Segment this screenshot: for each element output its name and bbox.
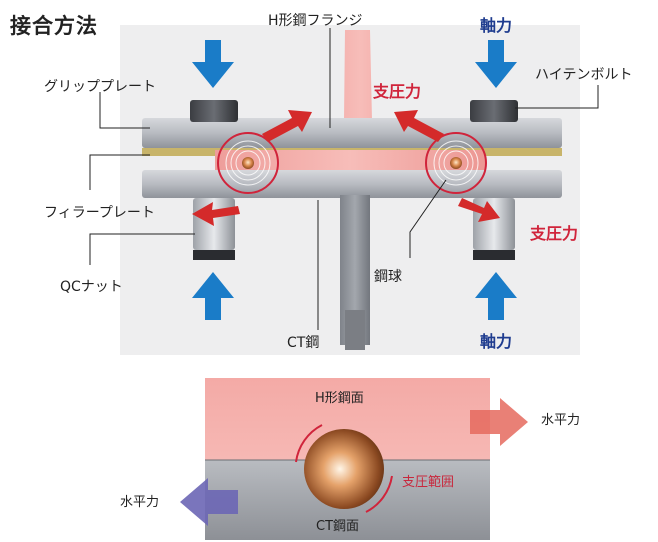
label-grip-plate: グリッププレート: [44, 79, 156, 95]
horizontal-force-arrow-left: [180, 478, 238, 526]
leader-qc-nut: [89, 233, 195, 265]
bolt-head-right: [470, 100, 518, 122]
label-steel-ball: 鋼球: [374, 269, 402, 285]
label-bearing-range: 支圧範囲: [402, 475, 455, 490]
label-horizontal-force-left: 水平力: [120, 495, 160, 510]
label-h-surface: H形鋼面: [315, 391, 364, 406]
label-axial-top: 軸力: [480, 16, 513, 35]
leader-filler-plate: [89, 154, 150, 190]
bearing-arrow-top-left: [262, 110, 312, 142]
axial-arrow-bottom-left: [192, 272, 234, 320]
label-bearing-top: 支圧力: [373, 82, 422, 101]
axial-arrow-top-left: [192, 40, 234, 88]
h-beam-web: [300, 30, 420, 172]
label-filler-plate: フィラープレート: [44, 205, 155, 221]
bearing-arrow-top-right: [394, 110, 444, 142]
bearing-arrow-bottom-right: [458, 198, 500, 222]
qc-nut-left-base: [193, 250, 235, 260]
label-h-flange: H形鋼フランジ: [268, 13, 363, 29]
label-ct-steel: CT鋼: [287, 335, 320, 351]
bearing-range-arc-top: [295, 424, 323, 463]
bearing-range-arc-bottom: [365, 475, 393, 513]
label-high-tension-bolt: ハイテンボルト: [535, 67, 633, 83]
leader-steel-ball: [409, 179, 447, 258]
qc-nut-right-base: [473, 250, 515, 260]
leader-high-tension-bolt: [515, 85, 599, 109]
page-title: 接合方法: [10, 14, 98, 38]
axial-arrow-top-right: [475, 40, 517, 88]
qc-nut-left: [193, 198, 235, 250]
steel-ball-left: [217, 132, 279, 194]
label-bearing-bottom: 支圧力: [530, 224, 579, 243]
grip-plate-top: [142, 118, 562, 148]
horizontal-force-arrow-right: [470, 398, 528, 446]
steel-ball-right: [425, 132, 487, 194]
bearing-arrow-bottom-left: [192, 202, 240, 226]
label-qc-nut: QCナット: [60, 279, 123, 295]
label-horizontal-force-right: 水平力: [541, 413, 581, 428]
axial-arrows: [192, 40, 517, 320]
bolt-head-left: [190, 100, 238, 122]
axial-arrow-bottom-right: [475, 272, 517, 320]
detail-steel-ball: [304, 429, 384, 509]
label-ct-surface: CT鋼面: [316, 519, 360, 534]
leader-grip-plate: [99, 92, 150, 129]
ct-web-tip: [345, 310, 365, 350]
bearing-arrows: [192, 110, 500, 226]
qc-nut-right: [473, 198, 515, 250]
leader-lines: [89, 28, 599, 330]
ct-flange: [142, 170, 562, 198]
label-axial-bottom: 軸力: [480, 332, 513, 351]
